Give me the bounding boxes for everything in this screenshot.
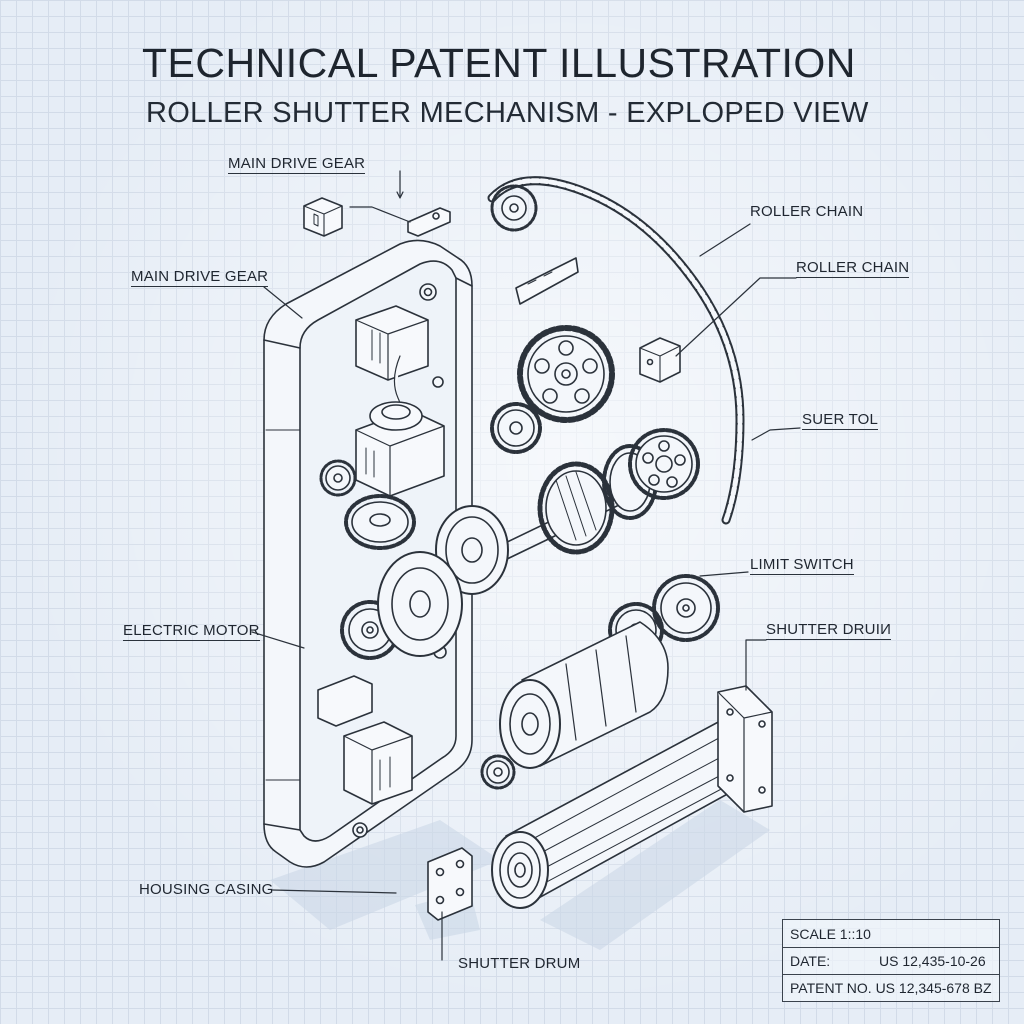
callout-limit-switch: LIMIT SWITCH xyxy=(750,556,854,575)
small-gear-bottom xyxy=(480,754,516,790)
title-block-scale-row: SCALE 1::10 xyxy=(783,920,999,948)
leader-lines xyxy=(251,170,801,961)
spoked-wheel-right xyxy=(628,428,700,500)
end-bracket-right xyxy=(717,685,773,813)
mounting-plate-bottom xyxy=(427,847,473,921)
chain-switch-block xyxy=(639,337,681,383)
large-roller-disc xyxy=(377,551,463,657)
tubular-motor xyxy=(499,621,669,769)
scale-text: SCALE 1::10 xyxy=(790,926,871,942)
patent-number: PATENT NO. US 12,345-678 BZ xyxy=(790,980,992,996)
callout-main-drive-gear-left: MAIN DRIVE GEAR xyxy=(131,268,269,287)
title-block: SCALE 1::10 DATE: US 12,435-10-26 PATENT… xyxy=(782,919,1000,1002)
title-block-date-row: DATE: US 12,435-10-26 xyxy=(783,947,999,975)
date-value: US 12,435-10-26 xyxy=(879,953,986,969)
page-subtitle: ROLLER SHUTTER MECHANISM - EXPLOPED VIEW xyxy=(146,97,869,129)
helical-gear xyxy=(537,444,658,555)
limit-switch-gear-large xyxy=(652,574,720,642)
main-drive-gear xyxy=(517,325,615,423)
date-label: DATE: xyxy=(790,953,831,969)
callout-main-drive-gear-top: MAIN DRIVE GEAR xyxy=(228,155,366,174)
top-block xyxy=(303,197,343,237)
page-title: TECHNICAL PATENT ILLUSTRATION xyxy=(142,40,856,86)
roller-chain xyxy=(487,176,745,525)
callout-roller-chain-1: ROLLER CHAIN xyxy=(750,203,864,220)
title-block-patent-row: PATENT NO. US 12,345-678 BZ xyxy=(783,974,999,1001)
internal-lower-components xyxy=(317,675,413,805)
internal-motor-block xyxy=(355,305,445,497)
callout-roller-chain-2: ROLLER CHAIN xyxy=(796,259,910,278)
callout-shutter-drum-bottom: SHUTTER DRUM xyxy=(458,955,581,972)
callout-housing-casing: HOUSING CASING xyxy=(139,881,274,898)
top-bracket xyxy=(407,207,451,237)
internal-gear-middle xyxy=(344,494,416,550)
connector-bracket xyxy=(515,257,579,305)
small-gear-left xyxy=(490,402,542,454)
callout-electric-motor: ELECTRIC MOTOR xyxy=(123,622,260,641)
callout-suer-tol: SUER TOL xyxy=(802,411,879,430)
callout-shutter-drum-right: SHUTTER DRUIИ xyxy=(766,621,892,640)
internal-small-gear-upper xyxy=(319,459,357,497)
